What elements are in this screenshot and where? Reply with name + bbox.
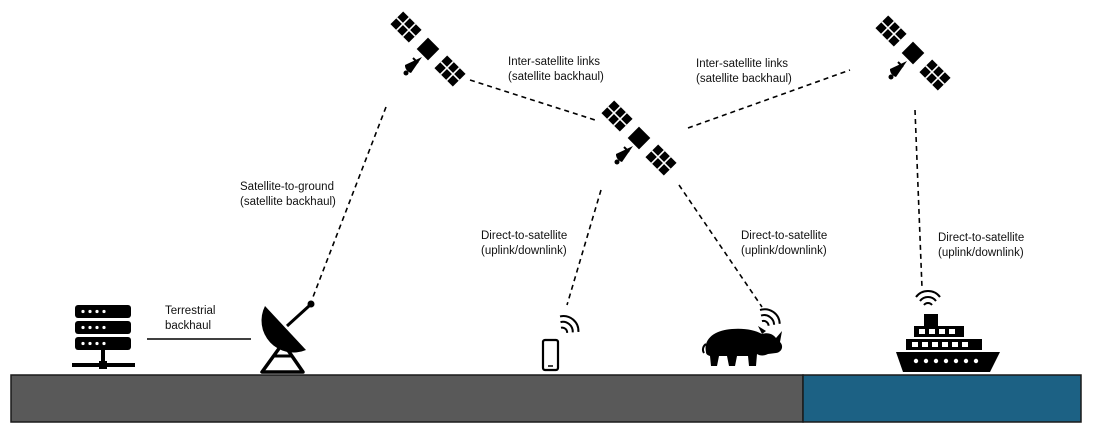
label-line: (uplink/downlink) (938, 247, 1024, 259)
sat-to-ground-link (312, 106, 387, 298)
label-direct-to-satellite-rhino: Direct-to-satellite (uplink/downlink) (741, 229, 827, 259)
label-inter-satellite-right: Inter-satellite links (satellite backhau… (696, 57, 792, 87)
cruise-ship-icon (896, 314, 1000, 372)
label-line: Direct-to-satellite (481, 230, 568, 242)
label-line: Satellite-to-ground (240, 181, 334, 193)
label-line: Terrestrial (165, 305, 216, 317)
wifi-signal-icon (553, 310, 584, 340)
label-line: (uplink/downlink) (481, 245, 567, 257)
links (312, 69, 923, 308)
label-line: (satellite backhaul) (696, 73, 792, 85)
isl-link-left (469, 79, 596, 121)
label-satellite-to-ground: Satellite-to-ground (satellite backhaul) (240, 180, 336, 210)
label-line: Direct-to-satellite (741, 230, 828, 242)
label-line: Inter-satellite links (508, 56, 601, 68)
satellite-dish-icon (260, 300, 315, 374)
label-line: backhaul (165, 320, 212, 332)
sea-water (802, 374, 1082, 423)
land-ground (10, 374, 804, 423)
label-line: (satellite backhaul) (508, 71, 604, 83)
label-line: Inter-satellite links (696, 58, 789, 70)
wifi-signal-icon (915, 290, 941, 306)
phone-uplink (566, 189, 602, 306)
label-inter-satellite-left: Inter-satellite links (satellite backhau… (508, 55, 604, 85)
rhino-icon (701, 326, 783, 366)
label-direct-to-satellite-phone: Direct-to-satellite (uplink/downlink) (481, 229, 567, 259)
satellite-icon (600, 99, 678, 177)
satellite-icon (389, 10, 467, 88)
isl-link-right (687, 69, 851, 129)
ship-uplink (914, 109, 923, 289)
wifi-signal-icon (754, 304, 785, 332)
server-icon (72, 305, 135, 369)
label-terrestrial-backhaul: Terrestrial backhaul (165, 304, 215, 334)
label-line: Direct-to-satellite (938, 232, 1025, 244)
label-direct-to-satellite-ship: Direct-to-satellite (uplink/downlink) (938, 231, 1024, 261)
label-line: (satellite backhaul) (240, 196, 336, 208)
satellite-icon (874, 14, 952, 92)
rhino-uplink (678, 184, 763, 308)
label-line: (uplink/downlink) (741, 245, 827, 257)
smartphone-icon (541, 338, 560, 372)
